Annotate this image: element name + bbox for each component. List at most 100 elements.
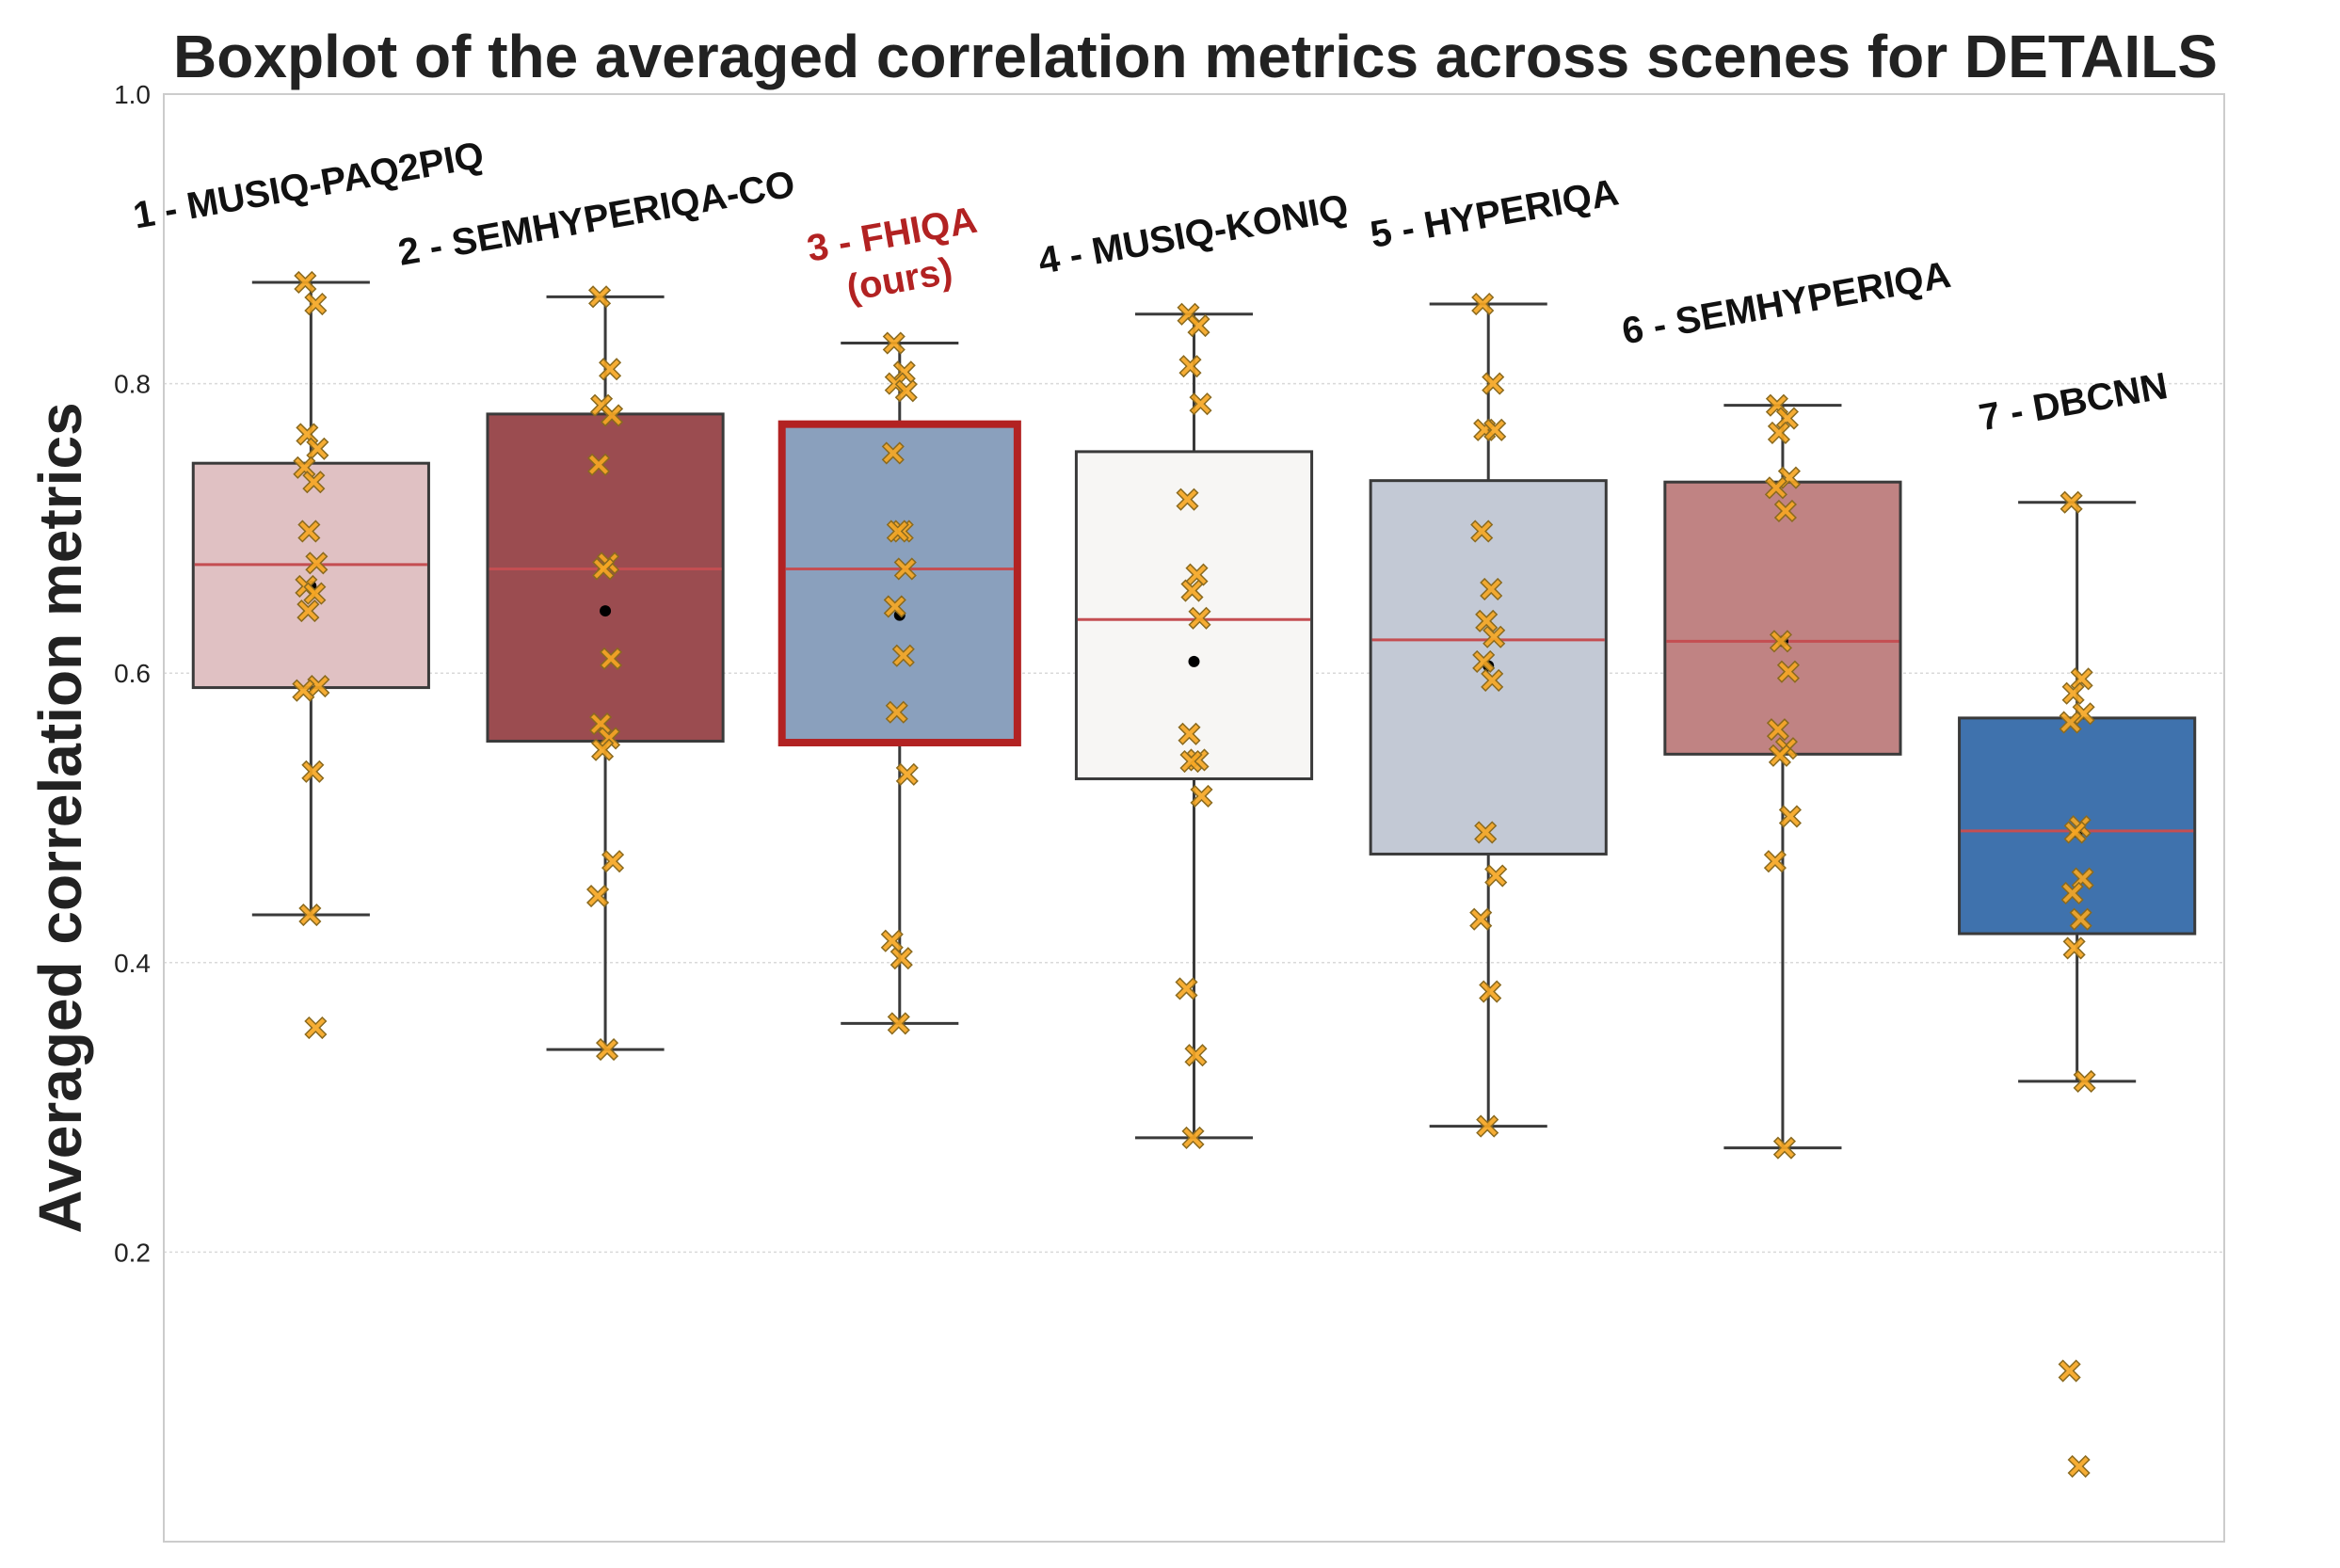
data-point-marker (882, 331, 906, 355)
data-point-marker (304, 292, 328, 316)
data-point-marker (297, 520, 321, 543)
data-point-marker (886, 520, 909, 543)
data-point-marker (588, 285, 612, 309)
y-axis-label: Averaged correlation metrics (26, 402, 94, 1233)
data-point-marker (1474, 821, 1498, 844)
data-point-marker (589, 712, 613, 736)
box-group (777, 331, 1021, 1035)
data-point-marker (891, 644, 915, 667)
y-tick-label: 0.4 (114, 949, 151, 978)
data-point-marker (1763, 850, 1787, 873)
data-point-marker (1769, 630, 1792, 653)
data-point-marker (305, 552, 329, 575)
data-point-marker (1189, 392, 1212, 416)
data-point-marker (1764, 476, 1787, 500)
box-group (1369, 292, 1608, 1138)
data-point-marker (1767, 421, 1790, 444)
data-point-marker (586, 884, 610, 908)
data-point-marker (1480, 577, 1503, 601)
y-tick-label: 1.0 (114, 80, 151, 109)
data-point-marker (2063, 821, 2087, 844)
data-point-marker (2058, 1359, 2081, 1383)
data-point-marker (294, 270, 317, 295)
data-point-marker (592, 557, 616, 581)
data-point-marker (1181, 1126, 1205, 1149)
data-point-marker (1190, 784, 1213, 808)
data-point-marker (1471, 292, 1495, 316)
data-point-marker (1176, 488, 1199, 511)
y-tick-label: 0.2 (114, 1238, 151, 1267)
data-point-marker (298, 903, 322, 927)
mean-marker (600, 605, 612, 617)
data-point-marker (1475, 609, 1499, 632)
data-point-marker (601, 850, 625, 873)
data-point-marker (2059, 711, 2082, 734)
data-point-marker (596, 1038, 619, 1062)
box-body (777, 420, 1021, 747)
data-point-marker (1188, 606, 1211, 630)
chart-title: Boxplot of the averaged correlation metr… (173, 23, 2218, 90)
data-point-marker (2073, 1069, 2096, 1093)
data-point-marker (1484, 864, 1508, 888)
data-point-marker (1768, 744, 1791, 767)
data-point-marker (1476, 1114, 1499, 1138)
data-point-marker (302, 471, 326, 494)
data-point-marker (2070, 667, 2093, 691)
data-point-marker (1481, 668, 1504, 692)
data-point-marker (1482, 372, 1505, 395)
y-tick-label: 0.8 (114, 370, 151, 399)
data-point-marker (2069, 907, 2092, 931)
data-point-marker (895, 762, 919, 786)
box-group (1663, 393, 1902, 1160)
data-point-marker (297, 600, 320, 623)
data-point-marker (293, 456, 316, 479)
box-body (486, 412, 725, 743)
data-point-marker (2060, 881, 2084, 905)
data-point-marker (303, 582, 327, 605)
data-point-marker (885, 700, 908, 724)
data-point-marker (1483, 625, 1506, 648)
data-point-marker (1479, 980, 1502, 1003)
data-point-marker (880, 929, 904, 952)
box-group (1074, 302, 1314, 1149)
data-point-marker (2067, 1454, 2091, 1479)
data-point-marker (587, 453, 611, 476)
box-series (191, 270, 2197, 1479)
mean-marker (1188, 655, 1200, 667)
data-point-marker (1180, 579, 1204, 602)
data-point-marker (306, 437, 329, 460)
y-tick-label: 0.6 (114, 659, 151, 688)
data-point-marker (1773, 499, 1797, 523)
box-body (1663, 480, 1902, 756)
data-point-marker (883, 595, 906, 618)
data-point-marker (1775, 407, 1799, 430)
data-point-marker (591, 738, 615, 761)
data-point-marker (600, 647, 623, 670)
data-point-marker (887, 1012, 910, 1035)
box-group (1958, 490, 2197, 1479)
data-point-marker (1187, 314, 1210, 338)
box-group (486, 285, 725, 1062)
data-point-marker (2062, 936, 2086, 960)
data-point-marker (2061, 681, 2085, 705)
data-point-marker (292, 679, 315, 702)
data-point-marker (1776, 660, 1800, 683)
data-point-marker (893, 557, 917, 581)
data-point-marker (1470, 520, 1494, 543)
data-point-marker (890, 947, 913, 970)
data-point-marker (1778, 805, 1802, 828)
data-point-marker (1184, 1044, 1208, 1067)
plot-area-frame (163, 93, 2225, 1543)
data-point-marker (1178, 355, 1202, 378)
data-point-marker (601, 404, 624, 427)
data-point-marker (1469, 907, 1493, 931)
data-point-marker (1179, 749, 1203, 774)
data-point-marker (301, 760, 325, 783)
data-point-marker (1766, 718, 1789, 742)
data-point-marker (599, 358, 622, 381)
box-group (191, 270, 430, 1040)
data-point-marker (1175, 977, 1198, 1000)
data-point-marker (1483, 418, 1507, 441)
data-point-marker (1472, 649, 1496, 673)
